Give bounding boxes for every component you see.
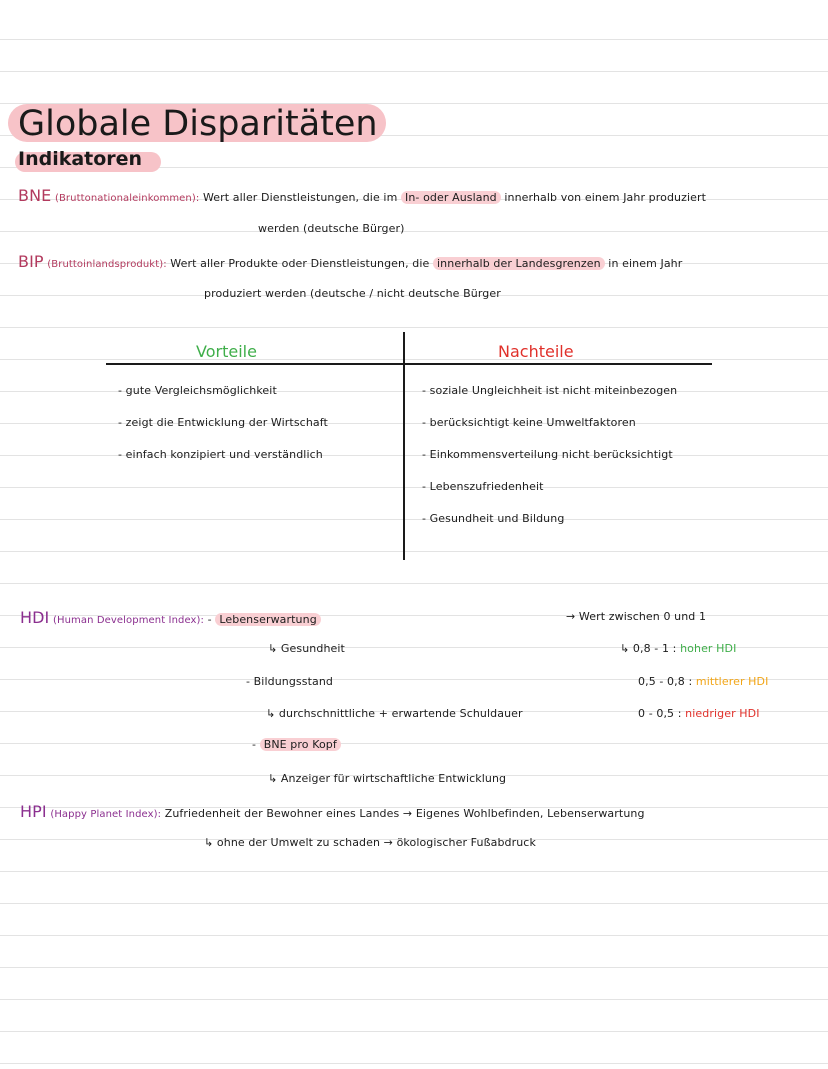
bne-definition: BNE (Bruttonationaleinkommen): Wert alle…	[18, 186, 706, 205]
subtitle-highlight	[15, 152, 161, 172]
bip-text-b: in einem Jahr	[608, 257, 683, 270]
cons-header: Nachteile	[498, 342, 574, 361]
hdi-level-range: ↳ 0,8 - 1 :	[620, 642, 677, 655]
hdi-level-range: 0,5 - 0,8 :	[638, 675, 693, 688]
hpi-definition: HPI (Happy Planet Index): Zufriedenheit …	[20, 802, 645, 821]
cons-item: - Lebenszufriedenheit	[422, 480, 544, 493]
bip-long: (Bruttoinlandsprodukt):	[47, 259, 167, 270]
cons-item: - Einkommensverteilung nicht berücksicht…	[422, 448, 673, 461]
hdi-range-label: → Wert zwischen 0 und 1	[566, 610, 707, 623]
hdi-level-label: mittlerer HDI	[695, 675, 769, 688]
hdi-level-label: niedriger HDI	[685, 707, 760, 720]
hdi-long: (Human Development Index):	[52, 615, 205, 626]
hdi-dash: -	[252, 738, 257, 751]
page-subtitle: Indikatoren	[18, 148, 143, 170]
bip-line2: produziert werden (deutsche / nicht deut…	[204, 287, 501, 300]
bne-text-a: Wert aller Dienstleistungen, die im	[202, 191, 398, 204]
table-vertical-line	[403, 332, 405, 560]
page-title: Globale Disparitäten	[18, 104, 378, 144]
hpi-line2: ↳ ohne der Umwelt zu schaden → ökologisc…	[204, 836, 536, 849]
bip-abbr: BIP	[18, 252, 44, 271]
bne-line2: werden (deutsche Bürger)	[258, 222, 405, 235]
hpi-long: (Happy Planet Index):	[50, 809, 162, 820]
hdi-level-range: 0 - 0,5 :	[638, 707, 682, 720]
bip-text-a: Wert aller Produkte oder Dienstleistunge…	[170, 257, 430, 270]
bne-long: (Bruttonationaleinkommen):	[54, 193, 200, 204]
bip-definition: BIP (Bruttoinlandsprodukt): Wert aller P…	[18, 252, 682, 271]
hdi-level-label: hoher HDI	[680, 642, 737, 655]
hdi-item3: BNE pro Kopf	[259, 738, 341, 751]
hdi-definition: HDI (Human Development Index): - Lebense…	[20, 608, 321, 627]
bne-abbr: BNE	[18, 186, 52, 205]
cons-item: - soziale Ungleichheit ist nicht miteinb…	[422, 384, 678, 397]
bne-highlight: In- oder Ausland	[401, 191, 501, 204]
table-horizontal-line	[106, 363, 712, 365]
hdi-item2: - Bildungsstand	[246, 675, 334, 688]
hpi-line1: Zufriedenheit der Bewohner eines Landes …	[164, 807, 645, 820]
hdi-abbr: HDI	[20, 608, 50, 627]
hdi-level-low: 0 - 0,5 : niedriger HDI	[638, 707, 760, 720]
hdi-level-medium: 0,5 - 0,8 : mittlerer HDI	[638, 675, 768, 688]
hdi-item1: Lebenserwartung	[215, 613, 321, 626]
cons-item: - berücksichtigt keine Umweltfaktoren	[422, 416, 636, 429]
title-highlight	[8, 104, 386, 142]
hpi-abbr: HPI	[20, 802, 47, 821]
hdi-item3-sub: ↳ Anzeiger für wirtschaftliche Entwicklu…	[268, 772, 507, 785]
pros-item: - gute Vergleichsmöglichkeit	[118, 384, 277, 397]
pros-item: - zeigt die Entwicklung der Wirtschaft	[118, 416, 328, 429]
bne-text-b: innerhalb von einem Jahr produziert	[504, 191, 707, 204]
hdi-item3-row: - BNE pro Kopf	[252, 738, 341, 751]
hdi-item1-sub: ↳ Gesundheit	[268, 642, 345, 655]
pros-header: Vorteile	[196, 342, 257, 361]
hdi-item2-sub: ↳ durchschnittliche + erwartende Schulda…	[266, 707, 523, 720]
bip-highlight: innerhalb der Landesgrenzen	[433, 257, 605, 270]
hdi-level-high: ↳ 0,8 - 1 : hoher HDI	[620, 642, 736, 655]
hdi-dash: -	[207, 613, 212, 626]
pros-item: - einfach konzipiert und verständlich	[118, 448, 323, 461]
cons-item: - Gesundheit und Bildung	[422, 512, 565, 525]
